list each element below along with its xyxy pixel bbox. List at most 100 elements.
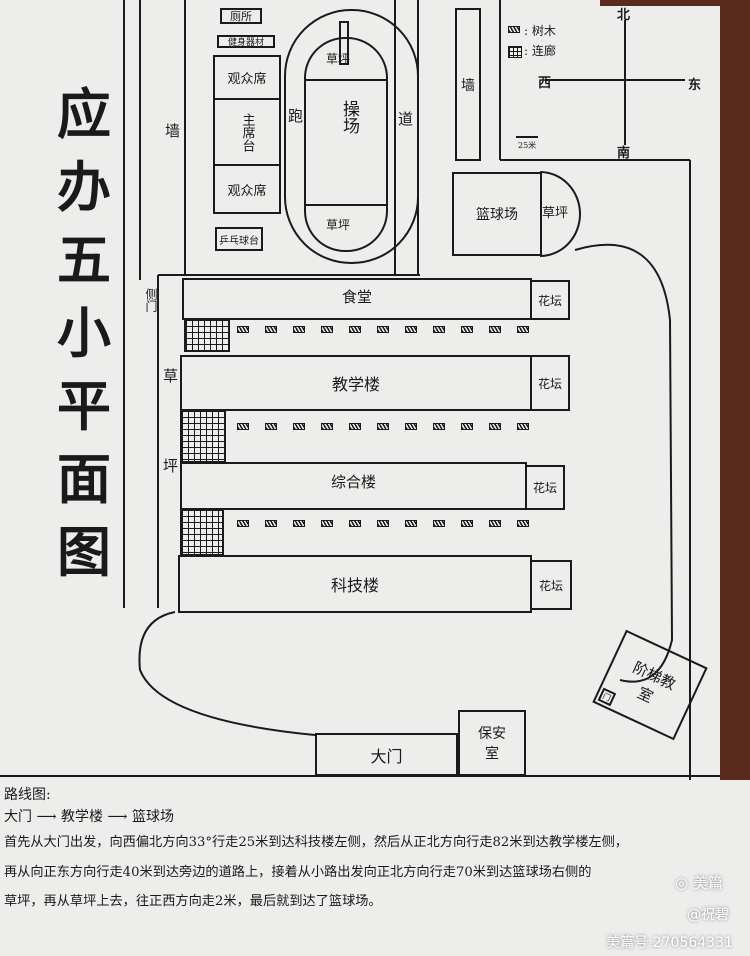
toilet: 厕所 (220, 8, 262, 24)
tree-icon (293, 520, 305, 527)
complex-building: 综合楼 (180, 462, 527, 510)
title-char: 五 (57, 228, 111, 292)
basketball-court: 篮球场 (452, 172, 542, 256)
wood-background (720, 0, 750, 780)
tree-icon (461, 326, 473, 333)
basketball-lawn-label: 草坪 (542, 206, 569, 221)
door-label: 门 (601, 691, 613, 703)
lecture-hall-door: 门 (597, 687, 617, 707)
podium: 主席台 (213, 98, 281, 166)
canteen-label: 食堂 (341, 287, 372, 306)
tree-icon (377, 423, 389, 430)
stand-bottom: 观众席 (213, 164, 281, 214)
tree-icon (265, 423, 277, 430)
tree-icon (237, 423, 249, 430)
flowerbed-label: 花坛 (537, 293, 562, 308)
route-line-3: 草坪，再从草坪上去，往正西方向走2米，最后就到达了篮球场。 (4, 894, 382, 909)
tree-icon (433, 520, 445, 527)
tree-icon (461, 520, 473, 527)
tree-icon (321, 520, 333, 527)
tree-icon (265, 326, 277, 333)
flowerbed-label: 花坛 (538, 578, 563, 593)
tree-icon (489, 326, 501, 333)
tree-icon (508, 26, 520, 33)
pingpong-table: 乒乓球台 (215, 227, 263, 251)
watermark-id: 美篇号:270564331 (606, 935, 733, 951)
title-char: 平 (57, 374, 111, 438)
stand-label: 观众席 (227, 183, 267, 199)
tree-icon (321, 326, 333, 333)
title-char: 办 (57, 155, 111, 219)
flowerbed-label: 花坛 (532, 481, 557, 495)
lecture-hall-label: 阶梯教室 (630, 658, 679, 707)
map-lines (0, 0, 720, 780)
field-lawn-bottom-label: 草坪 (326, 218, 351, 232)
flowerbed-1: 花坛 (530, 280, 570, 320)
side-gate-label: 侧门 (144, 288, 158, 312)
fitness-label: 健身器材 (227, 38, 264, 48)
wall-label: 墙 (461, 77, 475, 94)
tree-icon (293, 326, 305, 333)
stand-label: 观众席 (227, 72, 267, 87)
legend-corridor: : 连廊 (524, 44, 556, 58)
flowerbed-4: 花坛 (530, 560, 572, 610)
tech-building: 科技楼 (178, 555, 532, 613)
title-char: 应 (57, 82, 111, 146)
tree-icon (489, 423, 501, 430)
brand-text: 美篇 (692, 874, 723, 892)
track-label-left: 跑 (288, 107, 304, 125)
scale-label: 25米 (518, 141, 537, 150)
route-line-2: 再从向正东方向行走40米到达旁边的道路上，接着从小路出发向正北方向行走70米到达… (4, 865, 592, 880)
tree-icon (405, 326, 417, 333)
security-label: 保安室 (478, 726, 506, 762)
title-char: 图 (57, 520, 111, 584)
security-room: 保安室 (458, 710, 526, 776)
flowerbed-2: 花坛 (530, 355, 570, 411)
main-gate[interactable]: 大门 (315, 733, 458, 776)
tech-label: 科技楼 (330, 576, 379, 595)
legend-trees: : 树木 (524, 24, 556, 38)
basketball-label: 篮球场 (476, 207, 518, 223)
tree-icon (489, 520, 501, 527)
meipian-logo-icon: ◎ (675, 874, 693, 892)
toilet-label: 厕所 (230, 10, 252, 23)
tree-icon (237, 326, 249, 333)
tree-icon (321, 423, 333, 430)
tree-icon (293, 423, 305, 430)
tree-icon (405, 423, 417, 430)
stand-top: 观众席 (213, 55, 281, 100)
corridor-3 (180, 508, 224, 556)
field-lawn-top-label: 草坪 (326, 52, 351, 66)
route-summary: 大门 ⟶ 教学楼 ⟶ 篮球场 (4, 809, 174, 825)
route-heading: 路线图: (4, 787, 51, 803)
compass-north: 北 (617, 8, 631, 23)
title-char: 小 (57, 301, 111, 365)
side-lawn-label-2: 坪 (163, 457, 179, 475)
tree-icon (237, 520, 249, 527)
canteen: 食堂 (182, 278, 532, 320)
tree-icon (377, 326, 389, 333)
tree-icon (265, 520, 277, 527)
tree-icon (405, 520, 417, 527)
fitness-equipment: 健身器材 (217, 35, 275, 48)
field-label: 操场 (339, 100, 359, 134)
watermark-brand: ◎ 美篇 (675, 872, 723, 893)
teaching-building: 教学楼 (180, 355, 532, 411)
title-char: 面 (57, 447, 111, 511)
tree-icon (377, 520, 389, 527)
corridor-1 (184, 318, 230, 352)
wall-label-left: 墙 (165, 122, 181, 140)
tree-icon (433, 423, 445, 430)
tree-icon (349, 520, 361, 527)
compass-south: 南 (617, 146, 631, 161)
side-lawn-label-1: 草 (163, 367, 179, 385)
corridor-icon (508, 46, 522, 58)
route-line-1: 首先从大门出发，向西偏北方向33°行走25米到达科技楼左侧，然后从正北方向行走8… (4, 835, 628, 850)
tree-icon (433, 326, 445, 333)
tree-icon (517, 520, 529, 527)
flowerbed-3: 花坛 (525, 465, 565, 510)
tree-icon (349, 423, 361, 430)
tree-icon (349, 326, 361, 333)
flowerbed-label: 花坛 (537, 376, 562, 391)
tree-icon (461, 423, 473, 430)
